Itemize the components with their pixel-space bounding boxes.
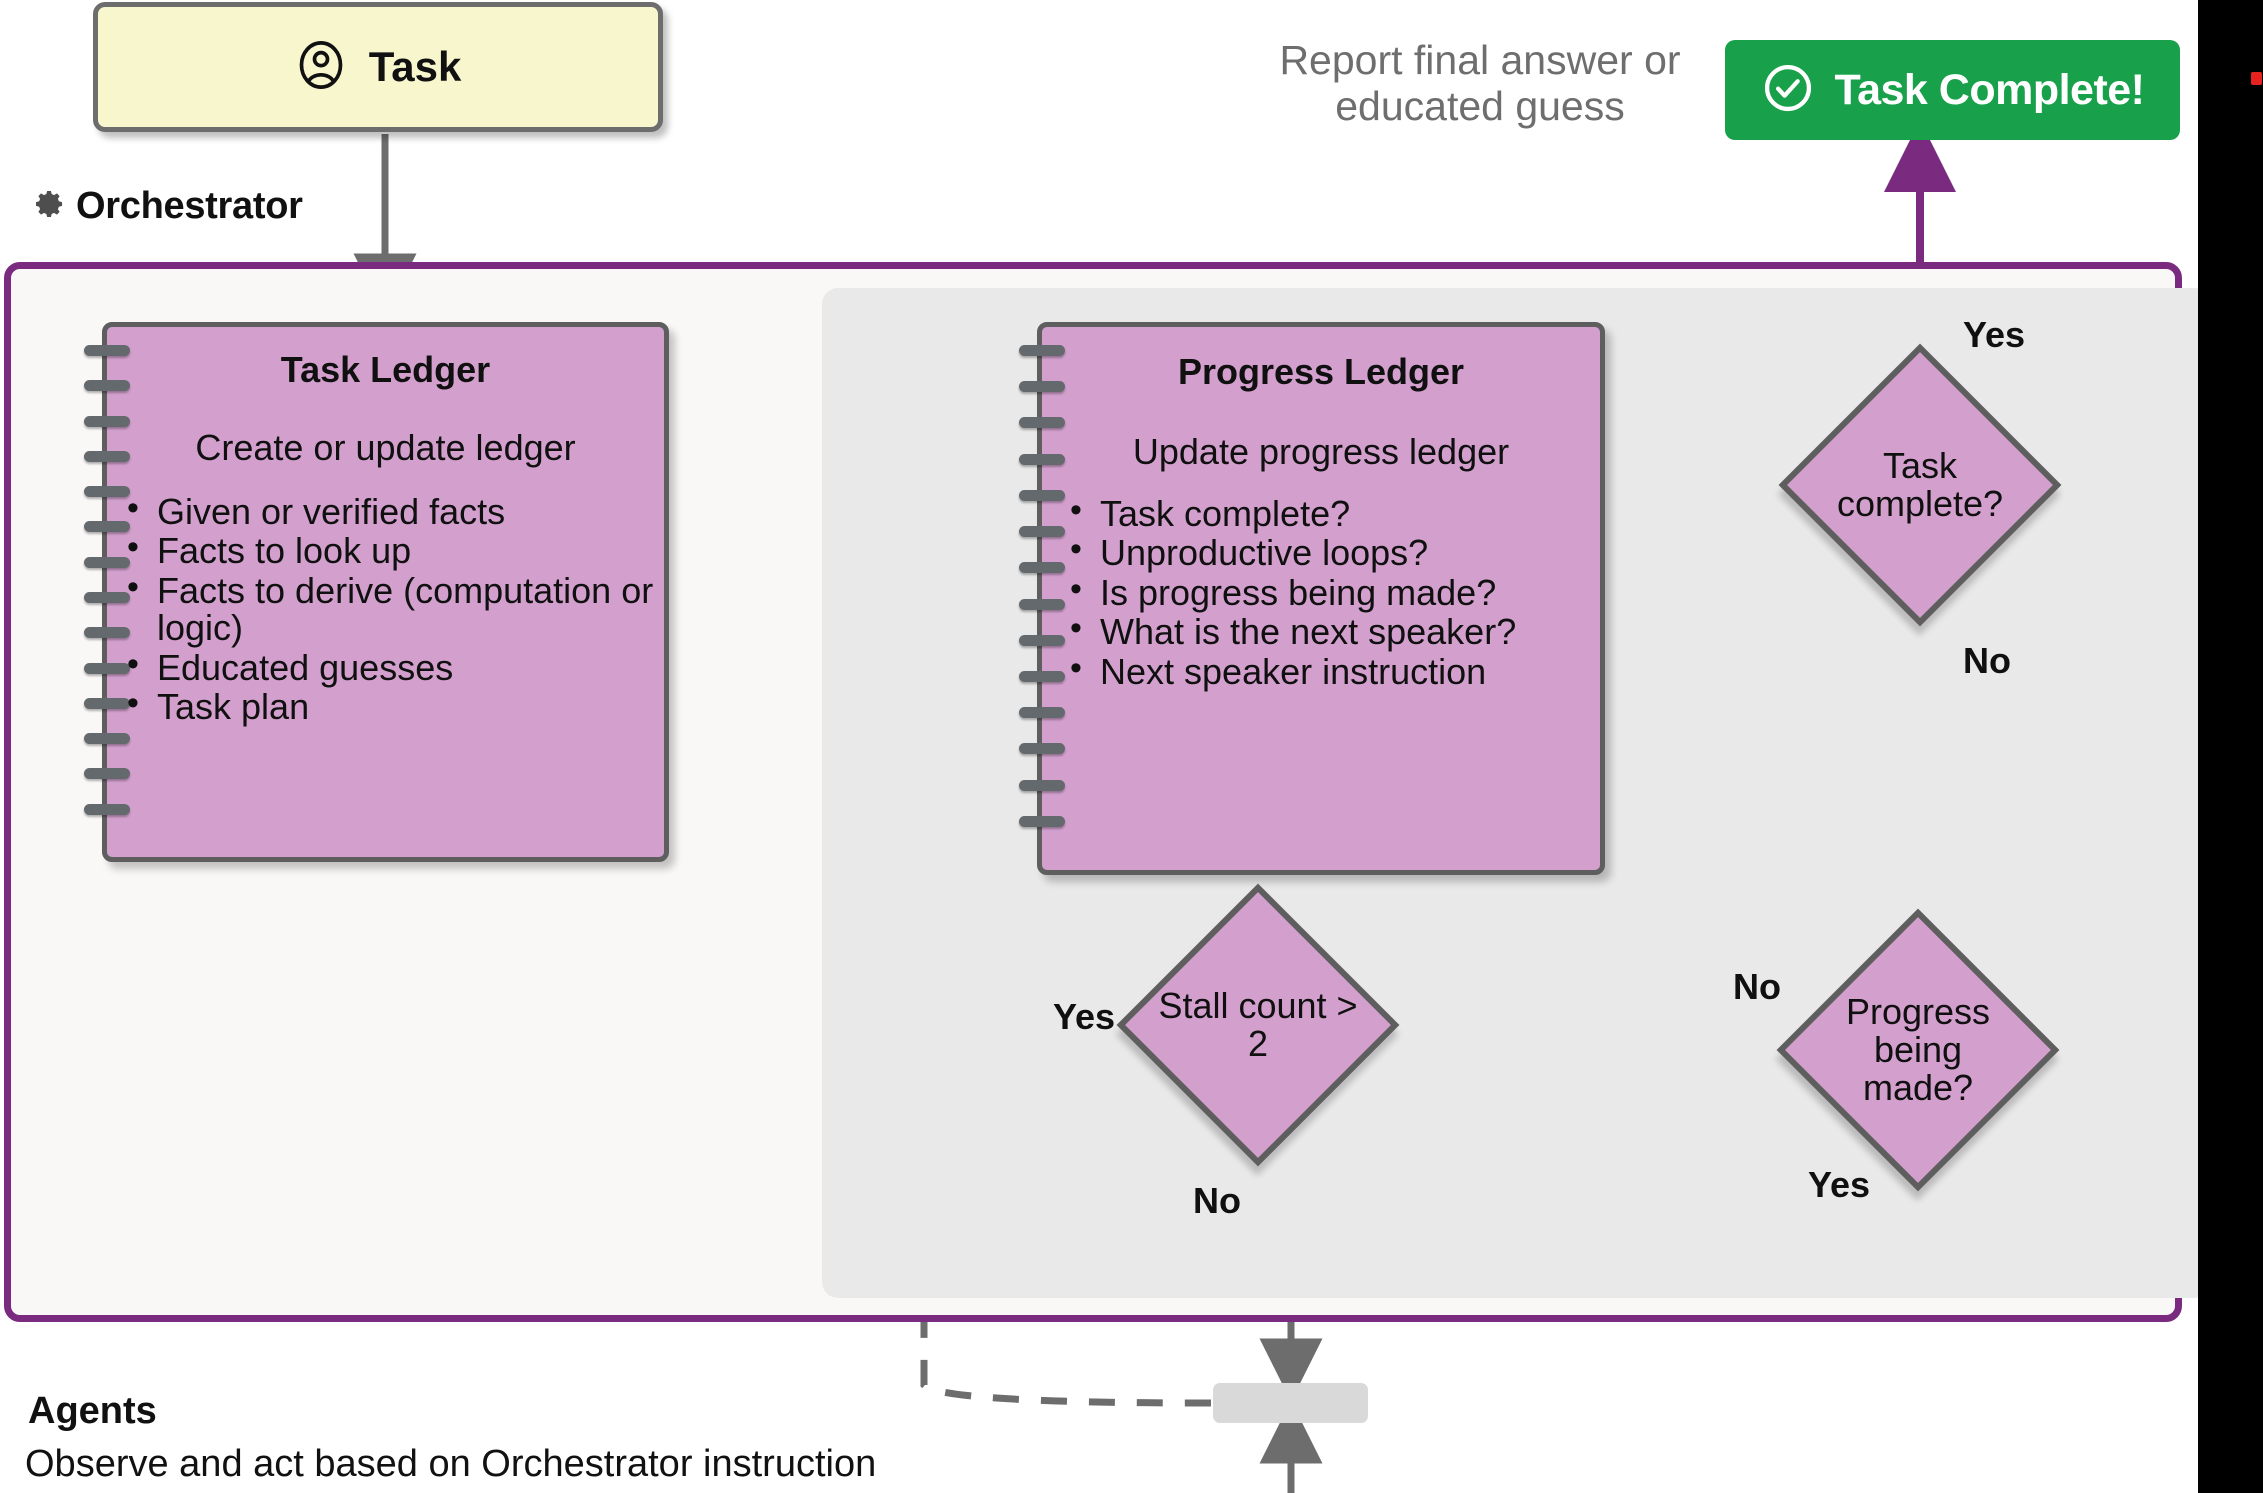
- list-item: What is the next speaker?: [1056, 611, 1600, 650]
- agent-placeholder-bar[interactable]: [1213, 1383, 1368, 1423]
- spiral-ring: [1019, 815, 1065, 827]
- check-circle-icon: [1761, 61, 1815, 120]
- spiral-binding-icon: [84, 345, 130, 841]
- task-complete-badge[interactable]: Task Complete!: [1725, 40, 2180, 140]
- report-line-1: Report final answer or: [1279, 37, 1681, 83]
- spiral-ring: [84, 627, 130, 639]
- spiral-ring: [1019, 562, 1065, 574]
- spiral-ring: [1019, 381, 1065, 393]
- spiral-ring: [84, 345, 130, 356]
- task-ledger-subtitle: Create or update ledger: [195, 427, 576, 468]
- edge-label-stall-yes: Yes: [1053, 996, 1116, 1037]
- spiral-ring: [84, 733, 130, 745]
- spiral-ring: [1019, 598, 1065, 610]
- spiral-ring: [1019, 345, 1065, 356]
- orchestrator-label: Orchestrator: [76, 185, 303, 227]
- task-complete-badge-label: Task Complete!: [1834, 65, 2146, 114]
- task-ledger-title: Task Ledger: [280, 349, 491, 390]
- list-item: Task complete?: [1056, 493, 1600, 532]
- list-item: Unproductive loops?: [1056, 532, 1600, 571]
- decision-stall-count[interactable]: Stall count > 2: [1116, 883, 1400, 1167]
- orchestrator-caption: Orchestrator: [30, 185, 303, 228]
- list-item: Facts to look up: [113, 530, 664, 569]
- spiral-ring: [1019, 417, 1065, 429]
- spiral-ring: [84, 521, 130, 533]
- spiral-ring: [1019, 634, 1065, 646]
- spiral-ring: [84, 450, 130, 462]
- cursor-dot-icon: [2251, 72, 2262, 85]
- decision-progress-made[interactable]: Progress being made?: [1776, 908, 2060, 1192]
- spiral-ring: [84, 415, 130, 427]
- spiral-ring: [1019, 707, 1065, 719]
- progress-ledger-card[interactable]: Progress Ledger Update progress ledger T…: [1019, 322, 1605, 875]
- spiral-ring: [84, 592, 130, 603]
- list-item: Next speaker instruction: [1056, 651, 1600, 690]
- task-card[interactable]: Task: [93, 2, 663, 132]
- edge-label-task-complete-yes: Yes: [1963, 314, 2026, 355]
- list-item: Given or verified facts: [113, 491, 664, 530]
- spiral-ring: [1019, 526, 1065, 538]
- decision-task-complete[interactable]: Task complete?: [1778, 343, 2062, 627]
- task-ledger-card[interactable]: Task Ledger Create or update ledger Give…: [84, 322, 669, 862]
- report-caption: Report final answer or educated guess: [1245, 37, 1715, 130]
- report-line-2: educated guess: [1335, 82, 1625, 129]
- spiral-ring: [84, 486, 130, 498]
- spiral-ring: [1019, 743, 1065, 755]
- agents-title: Agents: [28, 1390, 157, 1432]
- spiral-ring: [84, 380, 130, 392]
- spiral-ring: [84, 556, 130, 568]
- decision-task-complete-label: Task complete?: [1836, 444, 2004, 524]
- progress-ledger-subtitle: Update progress ledger: [1132, 431, 1510, 472]
- screen-edge-gutter: [2198, 0, 2263, 1493]
- spiral-ring: [1019, 453, 1065, 465]
- spiral-ring: [1019, 779, 1065, 791]
- edge-label-stall-no: No: [1193, 1180, 1241, 1221]
- edge-label-progress-made-no: No: [1733, 966, 1781, 1007]
- edge-label-task-complete-no: No: [1963, 640, 2011, 681]
- spiral-binding-icon: [1019, 345, 1065, 854]
- spiral-ring: [1019, 489, 1065, 501]
- task-ledger-list: Given or verified facts Facts to look up…: [107, 491, 664, 726]
- decision-stall-count-label: Stall count > 2: [1158, 984, 1358, 1064]
- spiral-ring: [84, 697, 130, 709]
- task-card-label: Task: [368, 43, 462, 90]
- user-circle-icon: [295, 39, 347, 96]
- spiral-ring: [84, 768, 130, 780]
- progress-ledger-list: Task complete? Unproductive loops? Is pr…: [1042, 493, 1600, 690]
- list-item: Educated guesses: [113, 647, 664, 686]
- gear-icon: [30, 185, 68, 228]
- spiral-ring: [84, 662, 130, 674]
- edge-label-progress-made-yes: Yes: [1808, 1164, 1871, 1205]
- progress-ledger-title: Progress Ledger: [1177, 351, 1465, 392]
- list-item: Facts to derive (computation or logic): [113, 570, 664, 647]
- list-item: Is progress being made?: [1056, 572, 1600, 611]
- spiral-ring: [1019, 670, 1065, 682]
- agents-subtitle: Observe and act based on Orchestrator in…: [25, 1443, 877, 1485]
- spiral-ring: [84, 803, 130, 815]
- decision-progress-made-label: Progress being made?: [1845, 990, 1991, 1109]
- list-item: Task plan: [113, 686, 664, 725]
